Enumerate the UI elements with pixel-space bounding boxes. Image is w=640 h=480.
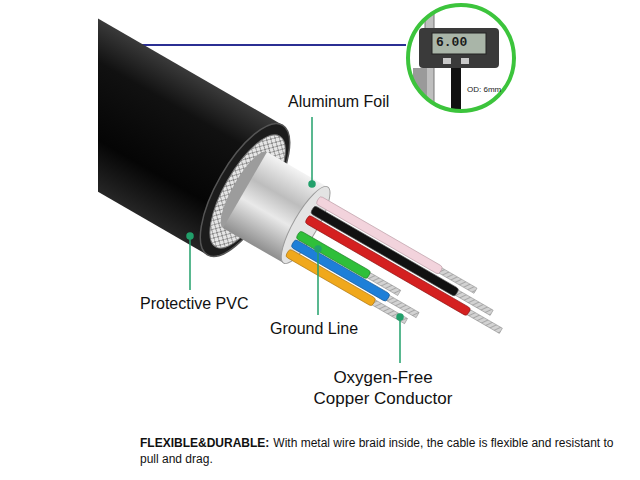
leader-dot [315, 246, 321, 252]
dimension-label: OD: 6mm [467, 86, 501, 95]
leader-dot [309, 181, 315, 187]
circle-ground [408, 5, 514, 111]
cable [98, 0, 535, 401]
node-outline [405, 2, 517, 114]
caliper-body [419, 28, 499, 68]
part-label: Aluminum Foil [288, 92, 389, 111]
wire [296, 230, 372, 279]
leader-line [317, 249, 319, 315]
display-reading: 6.00 [436, 36, 467, 50]
leader-dot [187, 233, 193, 239]
caliper-inset: 6.00OD: 6mm [405, 2, 517, 114]
leader-line [399, 317, 401, 363]
measured-cable [451, 68, 461, 112]
circle-outline [408, 5, 514, 111]
leader-dot [397, 314, 403, 320]
part-label: Protective PVC [140, 294, 248, 313]
note-heading: FLEXIBLE&DURABLE: [140, 436, 269, 450]
leader-line [311, 117, 313, 184]
caliper-display [432, 33, 486, 54]
wire [291, 239, 391, 302]
part-label: Ground Line [270, 319, 358, 338]
pointer-line [135, 44, 406, 46]
caliper-button [443, 58, 451, 64]
leader-lines [187, 117, 403, 363]
feature-note: FLEXIBLE&DURABLE:With metal wire braid i… [140, 436, 620, 467]
leader-line [189, 236, 191, 290]
part-label: Oxygen-Free Copper Conductor [308, 367, 458, 410]
caliper-button [461, 58, 469, 64]
